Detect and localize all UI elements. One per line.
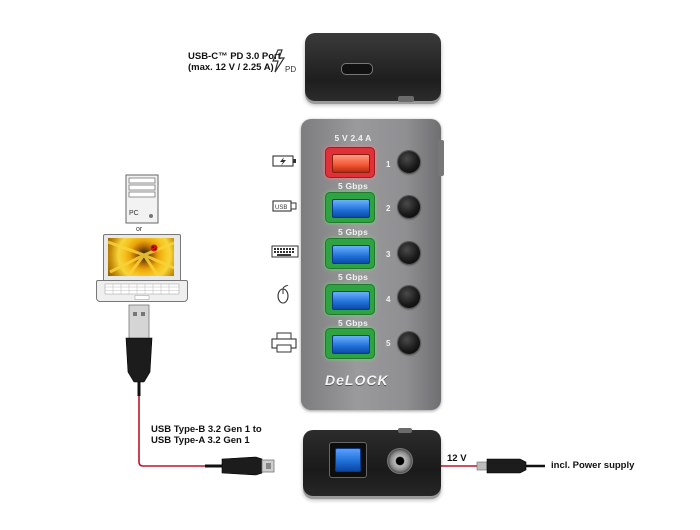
pc-label: PC xyxy=(129,210,139,217)
or-text: or xyxy=(136,226,143,233)
dc-power-socket[interactable] xyxy=(387,448,413,474)
port-4-power-button[interactable] xyxy=(398,286,420,308)
bottom-module-clip xyxy=(398,428,412,433)
cable-label-line1: USB Type-B 3.2 Gen 1 to xyxy=(151,424,262,435)
printer-icon xyxy=(271,332,297,353)
bottom-module xyxy=(303,430,441,496)
cable-red-line xyxy=(138,396,205,467)
mouse-icon xyxy=(277,285,289,304)
port-5-usb-a[interactable] xyxy=(325,328,375,359)
usb-b-socket-frame[interactable] xyxy=(329,442,367,478)
usb-b-socket[interactable] xyxy=(335,448,361,472)
port-4-usb-a[interactable] xyxy=(325,284,375,315)
usbc-port-title: USB-C™ PD 3.0 Port xyxy=(188,51,281,62)
svg-text:USB: USB xyxy=(275,205,287,211)
port-1-number: 1 xyxy=(386,160,391,169)
port-5-power-button[interactable] xyxy=(398,332,420,354)
usb-stick-icon: USB xyxy=(272,200,297,212)
usbc-port-spec: (max. 12 V / 2.25 A) xyxy=(188,62,274,73)
laptop-wallpaper-flower xyxy=(108,238,174,276)
usbc-module-clip xyxy=(398,96,414,102)
port-5-label: 5 Gbps xyxy=(337,318,368,328)
pc-tower-icon xyxy=(125,174,159,224)
port-2-number: 2 xyxy=(386,204,391,213)
usbc-socket[interactable] xyxy=(341,63,373,75)
power-delivery-icon: PD xyxy=(272,49,296,74)
power-barrel-tip xyxy=(476,461,488,471)
delock-logo: DeLOCK xyxy=(325,372,389,388)
port-3-number: 3 xyxy=(386,250,391,259)
keyboard-icon xyxy=(271,245,299,258)
power-voltage-label: 12 V xyxy=(447,453,467,464)
port-4-number: 4 xyxy=(386,295,391,304)
battery-charge-icon xyxy=(272,155,296,167)
usb-b-plug-body xyxy=(221,456,263,476)
port-3-usb-a[interactable] xyxy=(325,238,375,269)
power-plug-body xyxy=(486,458,527,474)
port-4-label: 5 Gbps xyxy=(337,272,368,282)
cable-label-line2: USB Type-A 3.2 Gen 1 xyxy=(151,435,250,446)
port-2-power-button[interactable] xyxy=(398,196,420,218)
port-3-power-button[interactable] xyxy=(398,242,420,264)
laptop-keyboard-base xyxy=(96,280,188,302)
port-1-label: 5 V 2.4 A xyxy=(334,133,372,143)
pd-text: PD xyxy=(285,65,296,74)
port-2-usb-a[interactable] xyxy=(325,192,375,223)
usb-a-plug-body xyxy=(125,337,153,383)
usbc-module xyxy=(305,33,441,101)
port-2-label: 5 Gbps xyxy=(337,181,368,191)
laptop-screen-frame xyxy=(103,234,181,282)
usb-a-plug-metal xyxy=(128,304,150,340)
power-supply-label: incl. Power supply xyxy=(551,460,635,471)
port-3-label: 5 Gbps xyxy=(337,227,368,237)
port-5-number: 5 xyxy=(386,339,391,348)
hub-side-clip xyxy=(438,140,444,176)
port-1-usb-a-charging[interactable] xyxy=(325,147,375,178)
port-1-power-button[interactable] xyxy=(398,151,420,173)
